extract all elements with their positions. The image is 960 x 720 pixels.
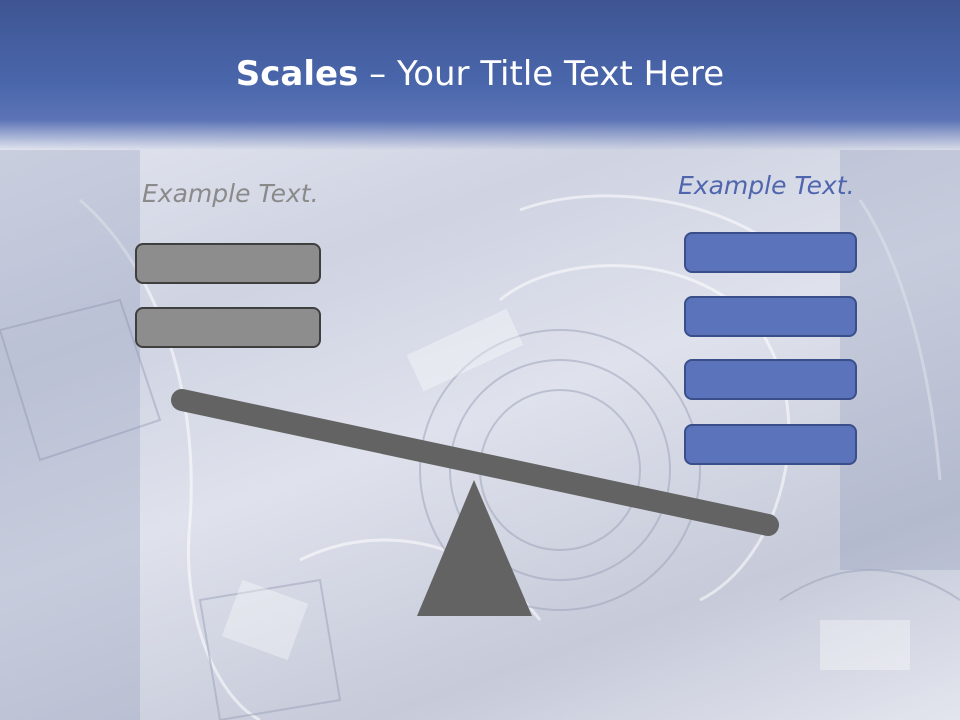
title-rest-text: – Your Title Text Here [358,54,725,94]
right-box-1 [684,232,857,273]
slide-title: Scales – Your Title Text Here [0,52,960,96]
title-bar: Scales – Your Title Text Here [0,0,960,150]
right-box-4 [684,424,857,465]
right-example-label: Example Text. [678,171,855,200]
scale-beam [171,389,779,536]
left-example-label: Example Text. [142,179,319,208]
left-box-1 [135,243,321,284]
left-box-2 [135,307,321,348]
title-bold-text: Scales [235,54,359,94]
right-box-3 [684,359,857,400]
right-box-2 [684,296,857,337]
scale-fulcrum [417,480,532,616]
